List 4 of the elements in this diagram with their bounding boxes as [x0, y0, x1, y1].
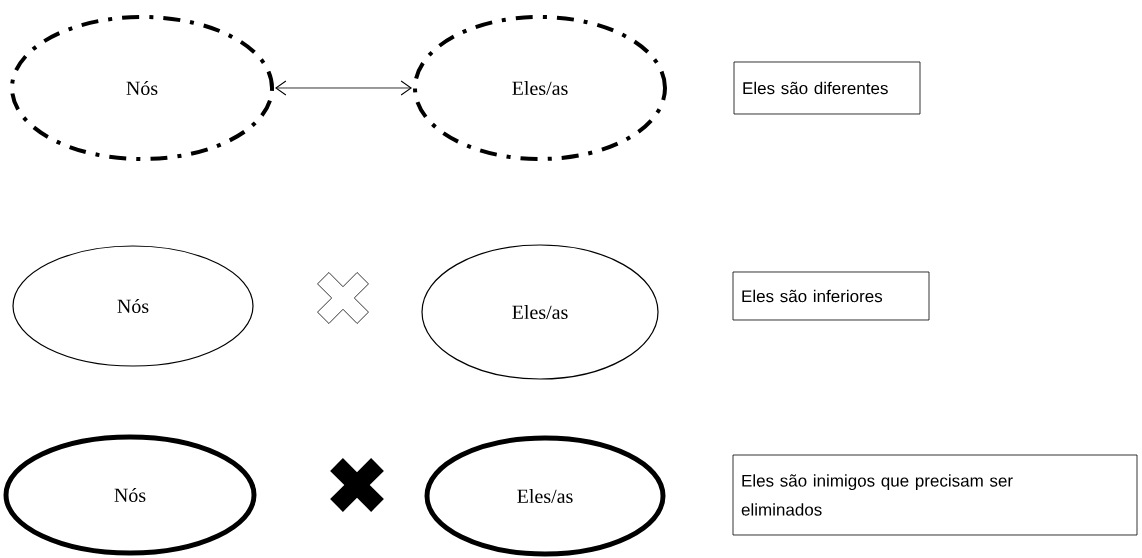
text-box: Eles são inferiores: [732, 271, 930, 321]
double-arrow: [275, 80, 412, 96]
text-box: Eles são diferentes: [733, 61, 921, 115]
text-box: Eles são inimigos que precisam ser eliminados: [732, 454, 1138, 536]
